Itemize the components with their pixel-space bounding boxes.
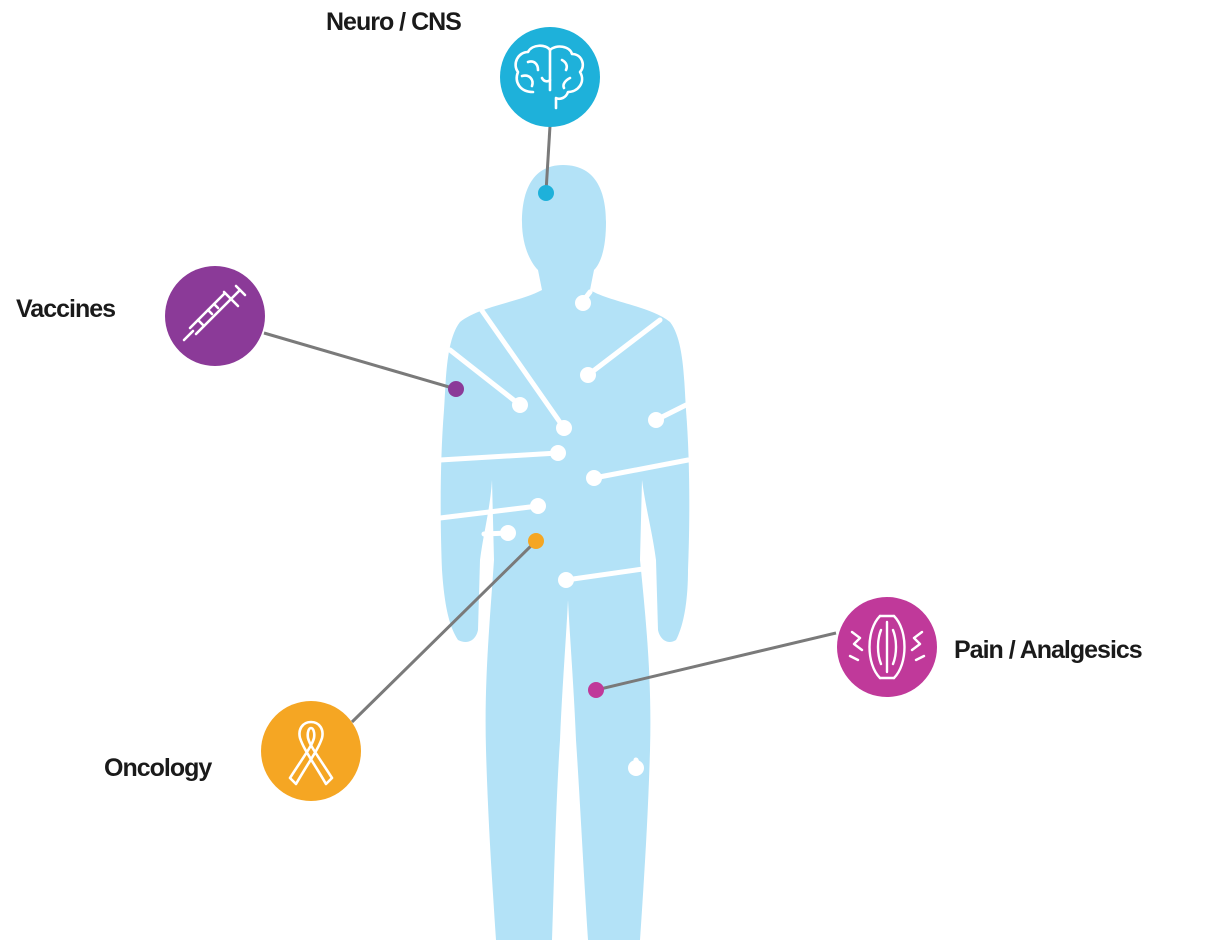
pain-badge	[837, 597, 937, 697]
oncology-badge-circle	[261, 701, 361, 801]
oncology-label: Oncology	[104, 756, 211, 781]
oncology-badge	[261, 701, 361, 801]
neuro-cns-label: Neuro / CNS	[326, 10, 461, 35]
neuro-badge	[500, 27, 600, 127]
oncology-anchor-dot	[528, 533, 544, 549]
human-body-silhouette	[440, 165, 689, 940]
body-outline	[441, 165, 690, 940]
vaccines-connector-line	[264, 333, 456, 389]
vaccines-badge	[165, 266, 265, 366]
pain-anchor-dot	[588, 682, 604, 698]
vaccines-anchor-dot	[448, 381, 464, 397]
pain-analgesics-label: Pain / Analgesics	[954, 638, 1142, 663]
neuro-anchor-dot	[538, 185, 554, 201]
vaccines-label: Vaccines	[16, 297, 115, 322]
